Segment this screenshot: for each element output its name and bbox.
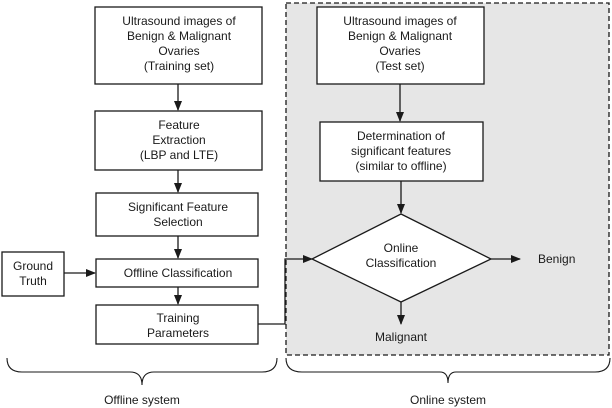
benign-label: Benign — [538, 252, 575, 266]
svg-text:Offline Classification: Offline Classification — [124, 266, 233, 280]
offline-system-label: Offline system — [104, 393, 180, 407]
malignant-label: Malignant — [375, 330, 428, 344]
arrow-training-to-online — [258, 255, 313, 325]
offline-box-classification: Offline Classification — [95, 258, 259, 288]
online-system-label: Online system — [410, 393, 486, 407]
online-brace — [285, 357, 611, 384]
offline-brace — [6, 357, 278, 386]
